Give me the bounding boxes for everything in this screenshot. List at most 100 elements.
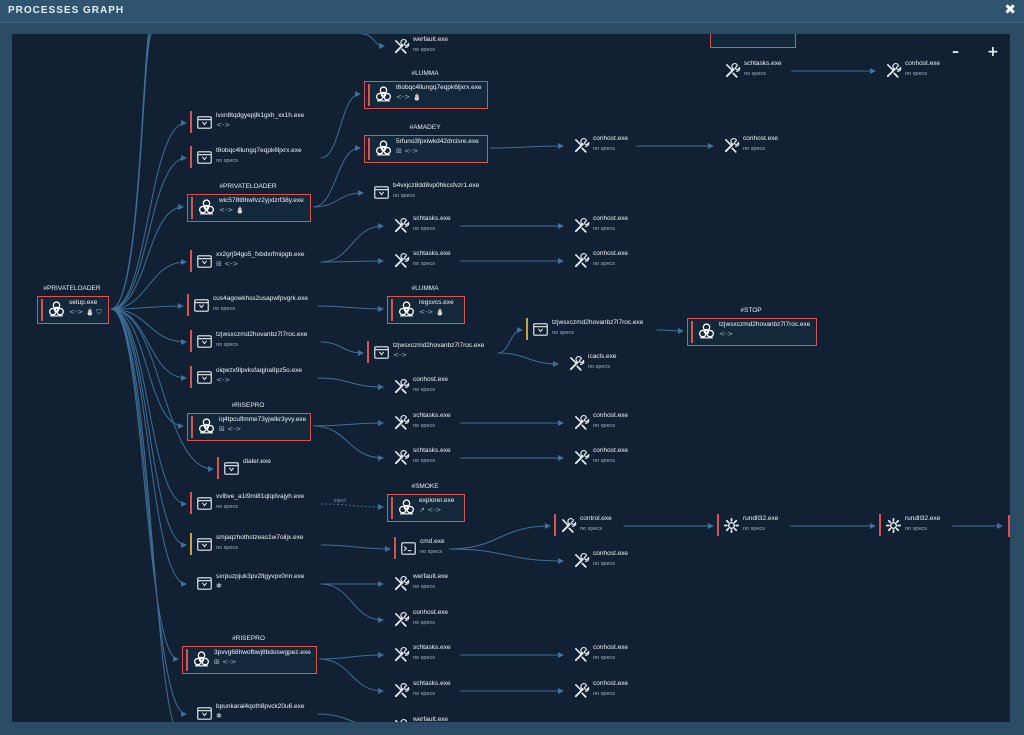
process-node[interactable]: tzjwsxczmd2hovanbz7l7roc.exe<-> — [687, 318, 817, 346]
process-node[interactable]: oiqwzx9lpvksfaqjna8pz5o.exe<-> — [190, 365, 340, 391]
process-specs: ⊞ <-> — [216, 260, 239, 268]
status-bar — [554, 514, 556, 536]
process-node[interactable]: iq4tpcuflmme73yjwlkr3yvy.exe⊞ <-> — [187, 413, 311, 441]
process-name: t6obqc4llungq7eqpk6ljxrx.exe — [216, 147, 302, 154]
process-name: conhost.exe — [593, 644, 629, 651]
edge — [110, 120, 187, 310]
process-node[interactable]: t6obqc4llungq7eqpk6ljxrx.exe<-> ⛄ — [364, 81, 488, 109]
process-name: tzjwsxczmd2hovanbz7l7roc.exe — [216, 331, 308, 338]
process-node-clipped[interactable] — [1008, 514, 1010, 540]
process-name: tzjwsxczmd2hovanbz7l7roc.exe — [393, 342, 485, 349]
process-node[interactable]: bpunkaral4qoth8pvck20u6.exe✱ — [190, 701, 340, 722]
process-name: schtasks.exe — [413, 215, 451, 222]
process-node[interactable]: sxrpuzpjuk3pv2ltgyvpx0nn.exe✱ — [190, 571, 340, 597]
process-node[interactable]: dialer.exe — [217, 456, 367, 482]
process-specs: no specs — [593, 655, 616, 661]
status-bar — [186, 649, 188, 671]
edge — [110, 303, 184, 310]
close-icon[interactable]: ✖ — [1004, 2, 1016, 18]
process-name: conhost.exe — [593, 250, 629, 257]
tools-icon — [573, 252, 590, 269]
process-node[interactable]: conhost.exe no specs — [567, 642, 717, 668]
process-node[interactable]: setup.exe<-> ⛄ ⛉ — [37, 296, 109, 324]
process-specs: no specs — [593, 423, 616, 429]
window-icon — [196, 575, 213, 592]
process-specs: no specs — [216, 545, 239, 551]
tools-icon — [393, 449, 410, 466]
process-name: werfault.exe — [413, 36, 449, 43]
process-specs: no specs — [593, 146, 616, 152]
edge — [320, 544, 391, 552]
threat-tag: #SMOKE — [411, 483, 439, 490]
process-node[interactable]: 5rfuno3fpxiwkd42drcisre.exe⊞ <-> — [364, 135, 488, 163]
status-bar — [217, 457, 219, 479]
status-bar — [526, 318, 528, 340]
threat-tag: #LUMMA — [411, 70, 439, 77]
process-node-clipped[interactable] — [710, 34, 796, 48]
process-node[interactable]: explorer.exe↗ <-> — [387, 494, 465, 522]
edges-layer — [110, 34, 1003, 722]
edge — [110, 155, 187, 310]
zoom-out-button[interactable]: – — [952, 44, 959, 60]
zoom-in-button[interactable]: + — [987, 44, 999, 60]
process-node[interactable]: werfault.exe — [387, 714, 537, 722]
process-node[interactable]: lvxn8tqdgyepjlk1gxh_xx1h.exe<-> — [190, 110, 340, 136]
process-node[interactable]: wic578t8hwfvz2yjxlzrf38y.exe<-> ⛄ — [187, 194, 311, 222]
biohazard-icon — [48, 301, 65, 318]
process-name: tzjwsxczmd2hovanbz7l7roc.exe — [552, 319, 644, 326]
process-node[interactable]: tzjwsxczmd2hovanbz7l7roc.exe<-> — [367, 340, 517, 366]
process-node[interactable]: 3pvvg68hwofbwj8bdoswgpez.exe⊞ <-> — [182, 646, 317, 674]
edge — [317, 305, 384, 312]
process-name: setup.exe — [69, 299, 98, 306]
edge — [317, 713, 356, 722]
window-icon — [223, 460, 240, 477]
biohazard-icon — [398, 499, 415, 516]
tools-icon — [568, 355, 585, 372]
process-node[interactable]: xx2grj94go5_fxbdxrfmipgb.exe⊞ <-> — [190, 249, 340, 275]
tools-icon — [393, 682, 410, 699]
process-specs: no specs — [905, 526, 928, 532]
process-name: wic578t8hwfvz2yjxlzrf38y.exe — [219, 197, 304, 204]
tools-icon — [573, 217, 590, 234]
edge — [312, 425, 384, 461]
gear-icon — [723, 517, 740, 534]
process-name: cus4agowkhss2usapwfpvgrk.exe — [213, 295, 309, 302]
process-specs: no specs — [393, 193, 416, 199]
process-node[interactable]: regsvcs.exe<-> ⛄ — [387, 296, 465, 324]
process-name: schtasks.exe — [413, 447, 451, 454]
edge — [449, 548, 564, 564]
